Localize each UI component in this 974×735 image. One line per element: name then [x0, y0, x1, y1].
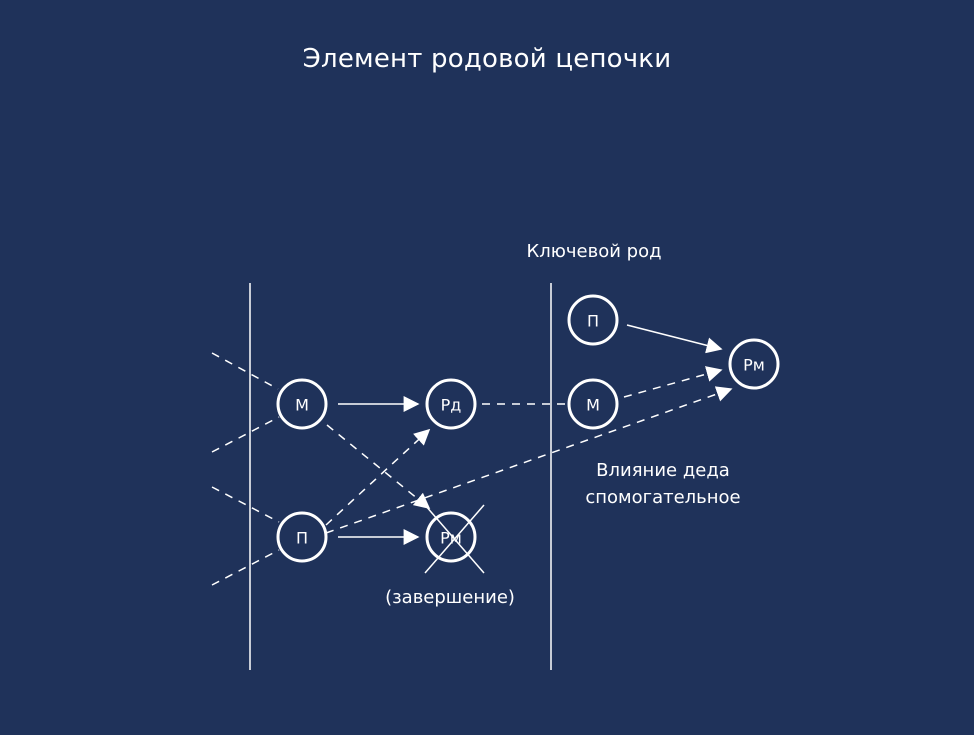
node-father-left — [276, 511, 328, 563]
label-key-genus: Ключевой род — [526, 241, 661, 262]
node-father-right-label: П — [587, 312, 599, 331]
node-father-left-label: П — [296, 529, 308, 548]
node-son-right-label: Рм — [743, 356, 765, 375]
arrow-father-to-son-right — [626, 324, 723, 354]
dashed-arrow-mother-to-son-right — [623, 366, 723, 398]
node-mother-left-label: М — [295, 396, 309, 415]
label-completion: (завершение) — [385, 587, 515, 608]
node-father-right — [567, 294, 619, 346]
ancestry-line-4 — [211, 549, 280, 586]
cross-mark — [424, 504, 485, 574]
node-son-crossed-label: Рм — [440, 529, 462, 548]
label-grandfather-influence-line2: спомогательное — [585, 487, 740, 508]
node-mother-right-label: М — [586, 396, 600, 415]
node-daughter-label: Рд — [441, 396, 462, 415]
ancestry-line-2 — [211, 416, 280, 453]
dashed-arrow-father-to-daughter — [325, 428, 431, 526]
node-mother-right — [567, 378, 619, 430]
ancestry-lines — [211, 352, 280, 586]
slide-title: Элемент родовой цепочки — [302, 44, 672, 74]
node-son-right — [728, 338, 780, 390]
ancestry-line-3 — [211, 486, 280, 523]
dashed-arrow-mother-to-son — [326, 424, 431, 510]
dashed-arrow-father-to-son-right — [325, 386, 733, 534]
node-mother-left — [276, 378, 328, 430]
node-daughter — [425, 378, 477, 430]
ancestry-line-1 — [211, 352, 279, 390]
label-grandfather-influence-line1: Влияние деда — [596, 460, 730, 481]
